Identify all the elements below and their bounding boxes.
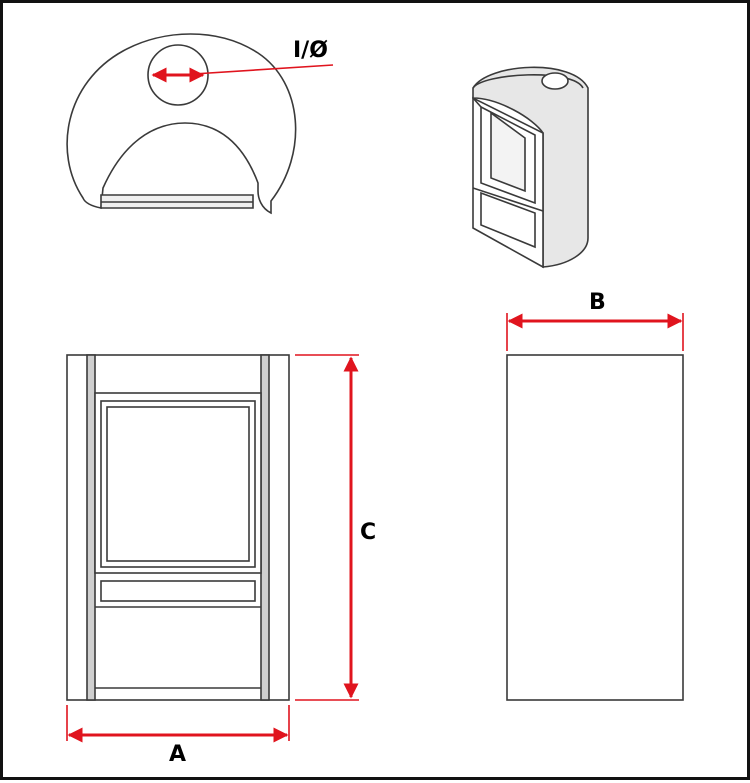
depth-label: B	[589, 290, 606, 315]
diameter-dimension: I/Ø	[151, 38, 334, 83]
height-label: C	[360, 520, 376, 545]
stove-dimension-diagram: I/Ø A C	[66, 33, 684, 767]
top-view	[66, 33, 297, 215]
width-dimension: A	[66, 705, 290, 767]
depth-dimension: B	[506, 290, 684, 351]
width-label: A	[169, 742, 186, 767]
height-dimension: C	[295, 354, 376, 701]
isometric-view	[472, 66, 589, 269]
front-view	[66, 354, 290, 701]
side-view	[506, 354, 684, 701]
diameter-label: I/Ø	[293, 38, 328, 63]
